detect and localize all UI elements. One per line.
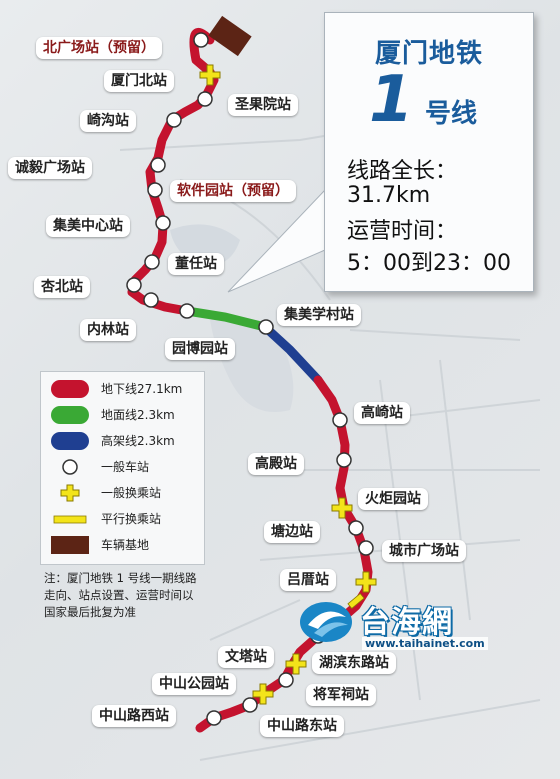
legend-elevated-label: 高架线2.3km — [101, 434, 175, 448]
station-label-wenta[interactable]: 文塔站 — [218, 646, 274, 668]
station-label-shengguoyuan[interactable]: 圣果院站 — [228, 94, 298, 116]
transfer-icon-zhongshan-park-2 — [252, 683, 274, 705]
station-label-jiangjunci[interactable]: 将军祠站 — [306, 684, 376, 706]
station-label-zhongshan-west[interactable]: 中山路西站 — [92, 705, 176, 727]
parallel-transfer-marker — [347, 592, 365, 610]
station-dot-city-square — [358, 540, 374, 556]
legend-underground-swatch — [51, 380, 89, 398]
station-label-lvcuo[interactable]: 吕厝站 — [280, 569, 336, 591]
station-dot-shengguoyuan — [197, 91, 213, 107]
station-label-yuanboyuan[interactable]: 园博园站 — [165, 338, 235, 360]
station-dot-zhongshan-west — [206, 710, 222, 726]
station-dot-jimei-xuecun — [258, 319, 274, 335]
legend-station-label: 一般车站 — [101, 460, 150, 474]
station-dot-neilin — [143, 292, 159, 308]
info-length-label: 线路全长： — [347, 159, 458, 184]
station-dot-jiangjunci — [278, 672, 294, 688]
info-title-prefix: 厦门地铁 — [374, 39, 483, 69]
station-label-xiamen-north[interactable]: 厦门北站 — [104, 70, 174, 92]
station-dot-gaoqi — [332, 412, 348, 428]
transfer-icon-huojuyuan — [331, 497, 353, 519]
station-dot-qigou — [166, 112, 182, 128]
station-dot-gaodian — [336, 452, 352, 468]
info-line-number: 1 — [369, 63, 414, 137]
station-dot-yuanboyuan — [179, 303, 195, 319]
route-surface — [182, 306, 270, 332]
transfer-icon-xiamen-north — [199, 64, 221, 86]
station-label-jimei-center[interactable]: 集美中心站 — [46, 215, 130, 237]
station-dot-north-square — [193, 32, 209, 48]
info-hours-label: 运营时间： — [347, 219, 458, 244]
station-label-gaodian[interactable]: 高殿站 — [248, 453, 304, 475]
station-dot-chengyi-square — [150, 157, 166, 173]
legend-parallel-label: 平行换乘站 — [101, 512, 162, 526]
taihainet-logo-icon — [300, 602, 352, 642]
station-dot-jimei-center — [155, 215, 171, 231]
station-label-tangbian[interactable]: 塘边站 — [264, 521, 320, 543]
info-length-value: 31.7km — [347, 183, 431, 208]
line-info-box: 厦门地铁 1 号线 线路全长： 31.7km 运营时间： 5：00到23：00 — [324, 12, 534, 292]
station-label-chengyi-square[interactable]: 诚毅广场站 — [8, 157, 92, 179]
footnote: 注：厦门地铁 1 号线一期线路走向、站点设置、运营时间以国家最后批复为准 — [44, 571, 197, 619]
taihainet-watermark: 台海網 www.taihainet.com — [296, 595, 492, 653]
legend-station-icon — [62, 459, 78, 475]
station-label-hubin-east[interactable]: 湖滨东路站 — [312, 652, 396, 674]
legend-surface-label: 地面线2.3km — [101, 408, 175, 422]
transfer-icon-lvcuo — [355, 571, 377, 593]
station-label-huojuyuan[interactable]: 火炬园站 — [358, 488, 428, 510]
station-label-jimei-xuecun[interactable]: 集美学村站 — [277, 304, 361, 326]
watermark-url: www.taihainet.com — [362, 637, 488, 650]
legend-transfer-label: 一般换乘站 — [101, 486, 162, 500]
station-dot-xingbei — [126, 277, 142, 293]
station-label-qigou[interactable]: 崎沟站 — [80, 110, 136, 132]
transfer-icon-zhongshan-park — [285, 653, 307, 675]
watermark-name: 台海網 — [360, 605, 453, 640]
transfer-markers — [199, 64, 377, 705]
station-label-city-square[interactable]: 城市广场站 — [382, 540, 466, 562]
map-legend: 地下线27.1km 地面线2.3km 高架线2.3km 一般车站 一般换乘站 平… — [40, 371, 205, 565]
station-label-software-park[interactable]: 软件园站（预留） — [170, 180, 296, 202]
legend-transfer-icon — [60, 484, 80, 502]
station-label-north-square[interactable]: 北广场站（预留） — [36, 37, 162, 59]
station-markers — [126, 32, 374, 726]
legend-surface-swatch — [51, 406, 89, 424]
legend-depot-swatch — [51, 536, 89, 554]
station-label-dongren[interactable]: 董任站 — [168, 253, 224, 275]
legend-depot-label: 车辆基地 — [101, 538, 150, 552]
legend-elevated-swatch — [51, 432, 89, 450]
station-label-zhongshan-park[interactable]: 中山公园站 — [152, 673, 236, 695]
route-elevated — [260, 322, 323, 385]
route-underground-north — [127, 28, 219, 316]
station-dot-software-park — [147, 182, 163, 198]
station-label-xingbei[interactable]: 杏北站 — [34, 276, 90, 298]
depot-marker — [208, 15, 252, 57]
legend-parallel-icon — [53, 515, 87, 524]
info-hours-value: 5：00到23：00 — [347, 251, 511, 276]
station-dot-zhongshan-east — [242, 697, 258, 713]
station-dot-dongren — [144, 254, 160, 270]
info-title-suffix: 号线 — [425, 99, 478, 129]
station-label-neilin[interactable]: 内林站 — [80, 319, 136, 341]
station-dot-tangbian — [348, 520, 364, 536]
station-label-gaoqi[interactable]: 高崎站 — [354, 402, 410, 424]
legend-underground-label: 地下线27.1km — [101, 382, 183, 396]
station-label-zhongshan-east[interactable]: 中山路东站 — [260, 715, 344, 737]
